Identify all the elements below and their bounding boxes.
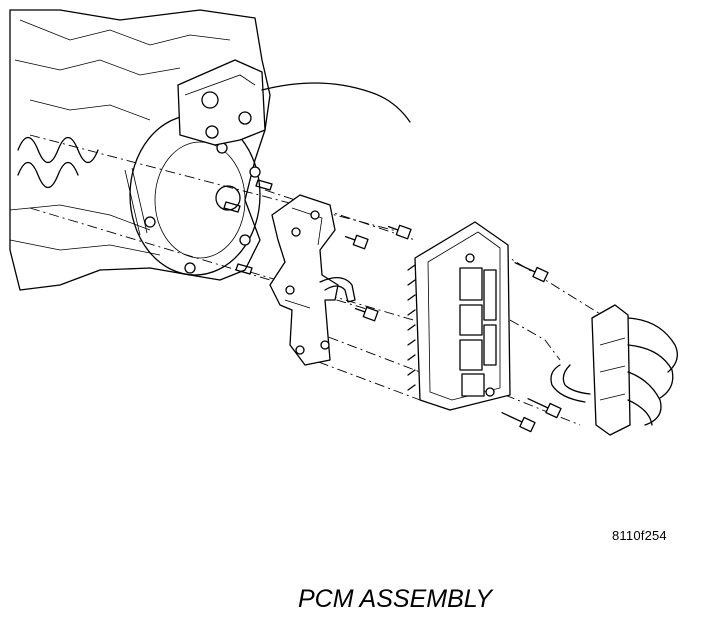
figure-caption: PCM ASSEMBLY: [297, 585, 493, 613]
pcm-bolts: [501, 262, 562, 433]
pcm-module: [407, 221, 511, 411]
pcm-mounting-bracket: [269, 194, 356, 366]
harness-connectors: [550, 304, 678, 436]
upper-mount-bracket: [177, 59, 266, 146]
engine-studs: [223, 179, 273, 275]
bracket-bolts: [344, 224, 412, 322]
wire: [261, 82, 411, 123]
engine-block: [9, 9, 271, 291]
figure-reference-code: 8110f254: [612, 528, 667, 543]
